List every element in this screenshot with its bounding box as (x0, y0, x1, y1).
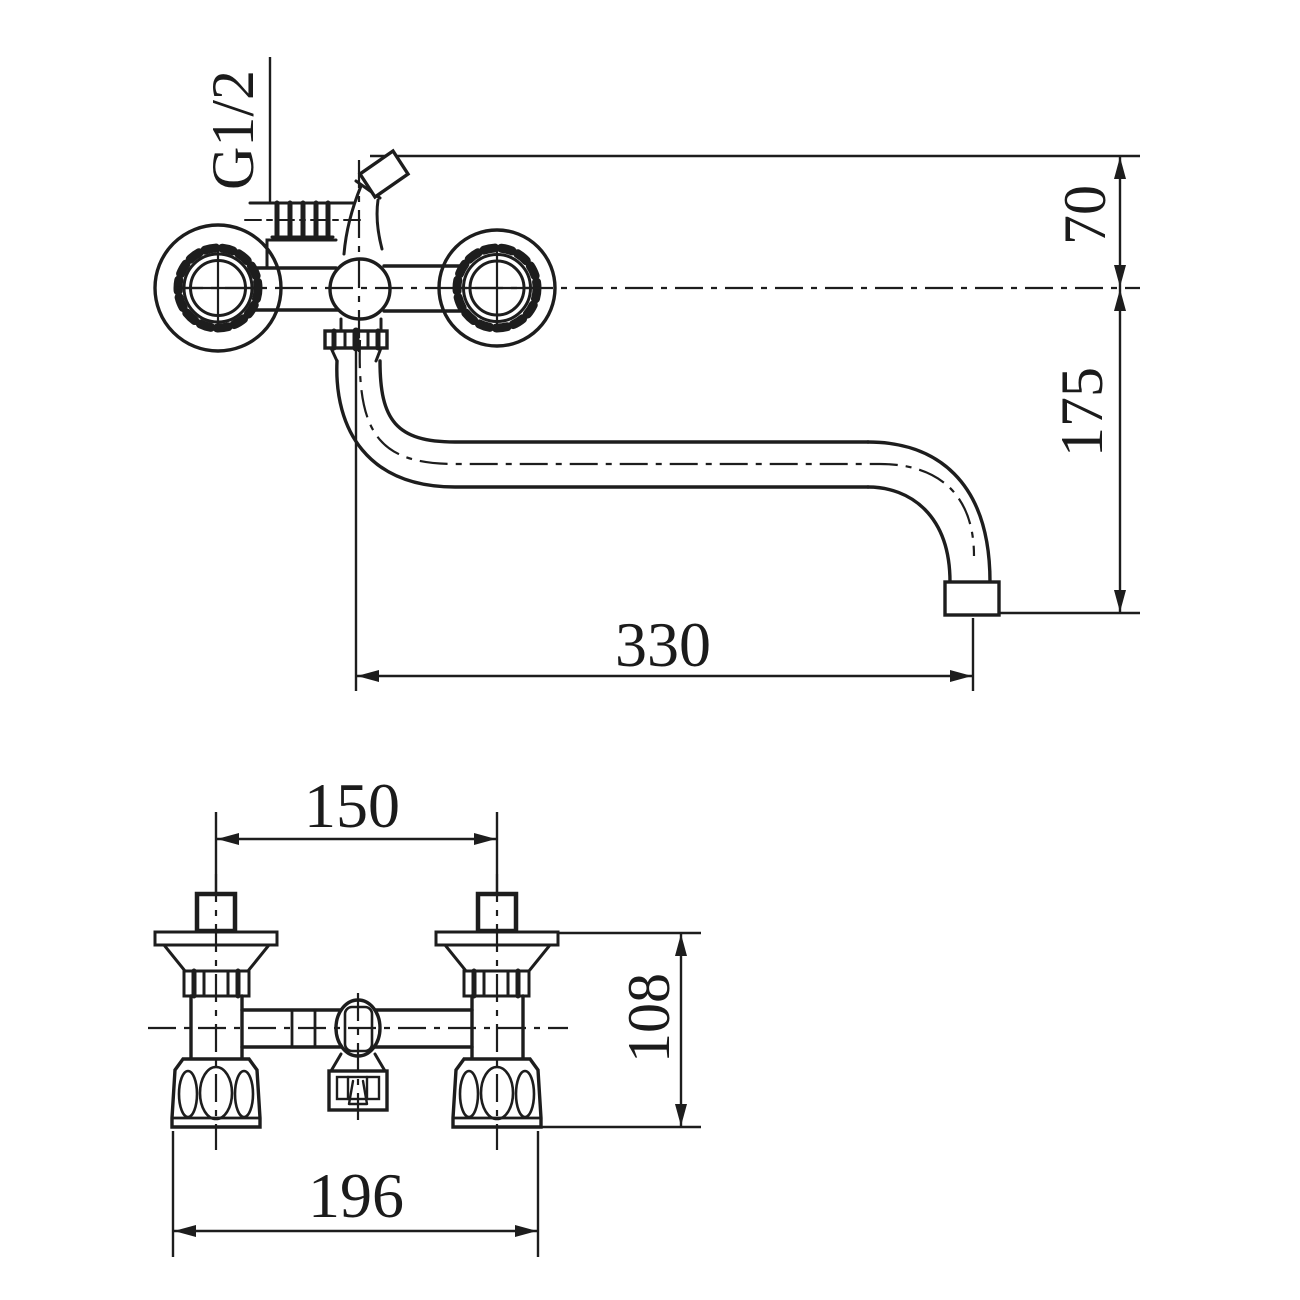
spout-bend-outer (866, 440, 992, 584)
dim-label-108: 108 (616, 973, 682, 1063)
shower-thread-stub (244, 200, 364, 269)
dim-label-330: 330 (615, 609, 711, 680)
thread-size-label: G1/2 (200, 70, 266, 190)
dim-label-175: 175 (1049, 367, 1115, 457)
front-view-centerlines (148, 874, 568, 1150)
side-view (153, 57, 1140, 691)
left-handle-knob (170, 1057, 262, 1129)
spout-collar-nut (323, 317, 389, 363)
front-view-dimension-lines (171, 812, 701, 1257)
body-arms (248, 264, 466, 313)
spout-outer-wall (335, 359, 870, 489)
left-valve-cylinder (189, 994, 244, 1061)
dim-label-150: 150 (304, 770, 400, 841)
spout-nozzle (943, 580, 1001, 617)
dim-label-70: 70 (1052, 185, 1118, 245)
spout-inner-wall (378, 359, 870, 444)
front-view-arrowheads (174, 833, 687, 1237)
spout-centerline (358, 339, 976, 557)
side-view-dimension-lines (268, 57, 1140, 691)
dim-label-196: 196 (308, 1160, 404, 1231)
side-view-arrowheads (357, 157, 1126, 682)
spout (335, 359, 1001, 617)
front-view (148, 812, 701, 1257)
spout-bend-inner (866, 485, 952, 584)
escutcheon-left-knurl (173, 243, 263, 333)
side-view-centerlines (175, 160, 1140, 557)
